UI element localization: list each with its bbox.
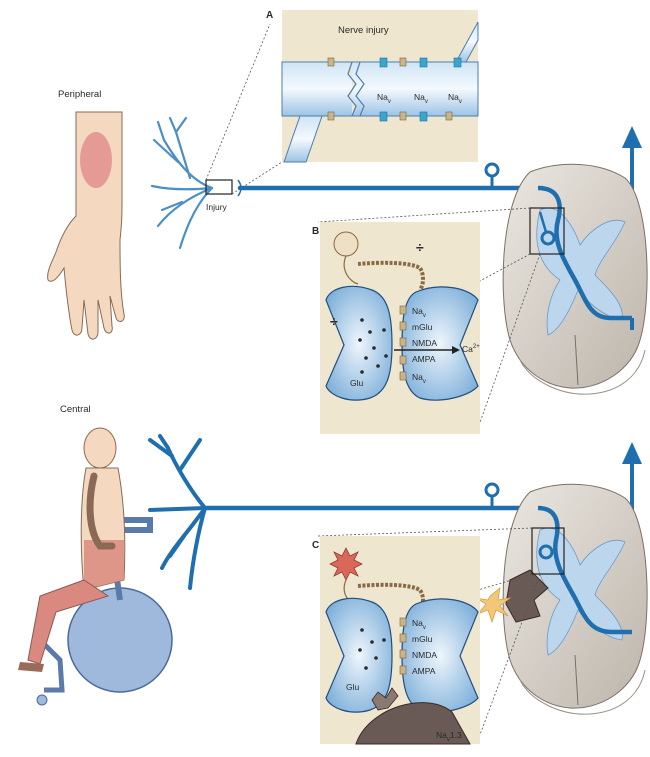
peripheral-nerve-branches (152, 118, 212, 248)
panel-b-synapse: B ÷ ÷ Glu Nav mGlu NMDA AMPA Nav (312, 222, 480, 434)
injury-label: Injury (206, 202, 228, 212)
svg-text:÷: ÷ (416, 239, 424, 255)
panel-a-title: Nerve injury (338, 25, 389, 36)
central-label: Central (60, 404, 91, 415)
panel-c-glu-label: Glu (346, 682, 360, 692)
panel-c-synapse: C Glu Nav mGlu NMDA AMPA Nav1.3 (312, 536, 480, 744)
panel-a-nerve-injury: A Nerve injury Nav Nav (266, 10, 478, 162)
pain-area-marker (80, 132, 112, 188)
panel-c-letter: C (312, 540, 319, 551)
peripheral-label: Peripheral (58, 89, 101, 100)
panel-b-receptor-2: mGlu (412, 322, 433, 332)
drg-cell-body-bottom (486, 484, 498, 496)
panel-c-receptor-3: NMDA (412, 650, 437, 660)
hand-illustration (48, 112, 125, 339)
panel-c-receptor-2: mGlu (412, 634, 433, 644)
panel-b-receptor-4: AMPA (412, 354, 436, 364)
central-nerve-branches (150, 436, 205, 588)
panel-b-letter: B (312, 226, 319, 237)
svg-text:÷: ÷ (330, 313, 338, 329)
wheelchair-person-illustration (18, 428, 172, 705)
drg-cell-body-top (486, 164, 498, 176)
panel-c-receptor-4: AMPA (412, 666, 436, 676)
panel-b-receptor-3: NMDA (412, 338, 437, 348)
panel-b-glu-label: Glu (350, 378, 364, 388)
panel-a-letter: A (266, 10, 273, 21)
